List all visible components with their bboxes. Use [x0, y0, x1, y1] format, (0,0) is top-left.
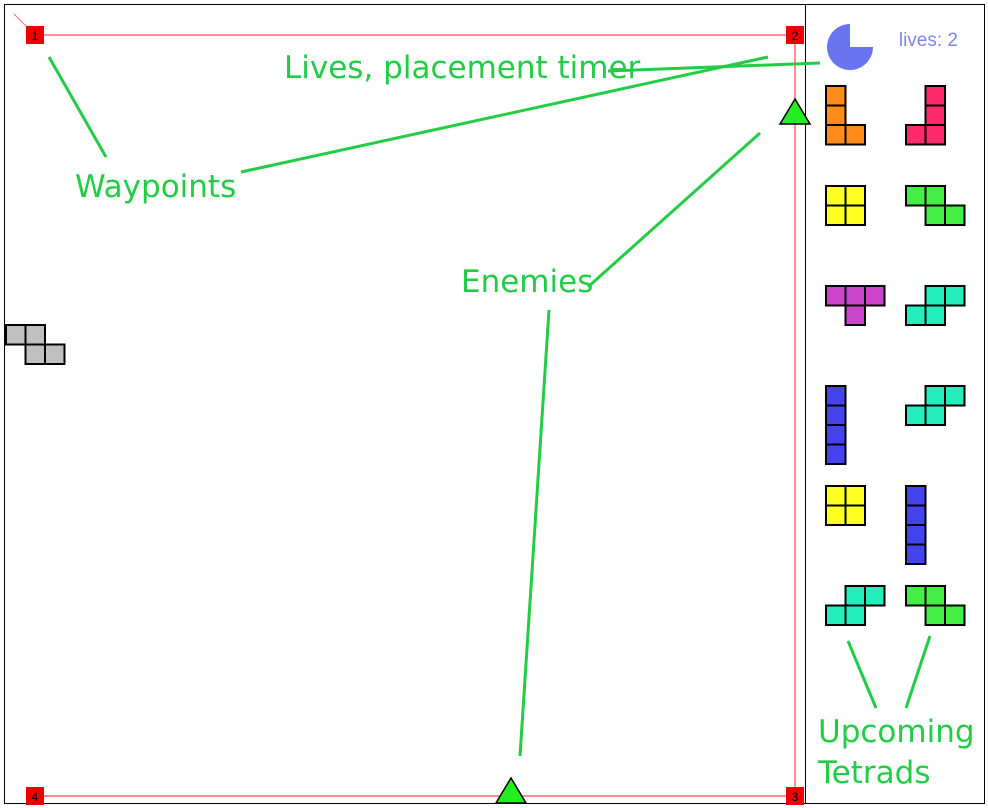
enemy-triangle-icon — [494, 776, 528, 804]
tetrad-cell — [924, 104, 946, 126]
tetrad-cell — [944, 285, 966, 307]
tetrad-cell — [905, 404, 927, 426]
tetrad-cell — [924, 385, 946, 407]
tetrad-cell — [864, 585, 886, 607]
annotation-line — [904, 635, 932, 709]
tetrad-piece — [825, 585, 886, 626]
tetrad-piece — [905, 385, 966, 426]
enemies-annotation: Enemies — [461, 264, 593, 300]
tetrad-cell — [905, 124, 927, 146]
tetrad-cell — [905, 543, 927, 565]
tetrad-cell — [924, 85, 946, 107]
tetrads-annotation: Tetrads — [817, 755, 930, 791]
tetrad-cell — [924, 285, 946, 307]
tetrad-cell — [944, 204, 966, 226]
tetrad-piece — [825, 485, 866, 526]
tetrad-cell — [844, 485, 866, 507]
annotation-line — [240, 55, 769, 174]
tetrad-cell — [844, 304, 866, 326]
waypoint-label: 2 — [792, 29, 799, 43]
lives-counter: lives: 2 — [899, 30, 958, 51]
upcoming-tetrads — [825, 85, 966, 626]
tetrad-cell — [905, 524, 927, 546]
tetrad-piece — [905, 585, 966, 626]
tetrad-cell — [825, 104, 847, 126]
waypoint-label: 3 — [792, 790, 799, 804]
annotation-line — [586, 131, 762, 289]
path-line — [35, 34, 796, 797]
tetrad-cell — [905, 485, 927, 507]
waypoint-1: 1 — [26, 26, 44, 44]
tetrad-cell — [825, 404, 847, 426]
tetrad-piece — [905, 285, 966, 326]
tetrad-cell — [905, 304, 927, 326]
tetrad-cell — [844, 124, 866, 146]
annotation-line — [607, 61, 821, 73]
tetrad-cell — [905, 185, 927, 207]
tetrad-cell — [924, 404, 946, 426]
tetrad-cell — [924, 185, 946, 207]
placement-timer-icon — [827, 24, 873, 70]
lives-timer-annotation: Lives, placement timer — [284, 50, 641, 86]
tetrad-cell — [844, 604, 866, 626]
tetrad-cell — [825, 124, 847, 146]
tetrad-cell — [5, 324, 27, 346]
tetrad-cell — [924, 585, 946, 607]
tetrad-cell — [905, 585, 927, 607]
tetrad-cell — [24, 343, 46, 365]
tetrad-cell — [905, 504, 927, 526]
annotation-line — [846, 640, 878, 709]
waypoint-label: 4 — [32, 790, 39, 804]
tetrad-cell — [844, 504, 866, 526]
tetrad-piece — [5, 324, 66, 365]
waypoint-2: 2 — [786, 26, 804, 44]
waypoint-3: 3 — [786, 787, 804, 805]
held-tetrad[interactable] — [5, 324, 66, 365]
waypoints-annotation: Waypoints — [75, 169, 236, 205]
tetrad-cell — [944, 604, 966, 626]
tetrad-piece — [905, 185, 966, 226]
tetrad-cell — [44, 343, 66, 365]
tetrad-cell — [844, 185, 866, 207]
enemy-triangle-icon — [778, 97, 812, 125]
tetrad-cell — [864, 285, 886, 307]
tetrad-cell — [825, 604, 847, 626]
tetrad-piece — [905, 485, 927, 565]
upcoming-annotation: Upcoming — [818, 714, 975, 750]
tetrad-piece — [825, 385, 847, 465]
tetrad-cell — [825, 504, 847, 526]
tetrad-cell — [825, 85, 847, 107]
tetrad-cell — [844, 585, 866, 607]
tetrad-cell — [844, 285, 866, 307]
annotation-line — [518, 309, 551, 757]
tetrad-piece — [825, 285, 886, 326]
tetrad-cell — [825, 285, 847, 307]
tetrad-cell — [825, 424, 847, 446]
tetrad-piece — [825, 185, 866, 226]
tetrad-cell — [924, 604, 946, 626]
tetrad-cell — [944, 385, 966, 407]
tetrad-cell — [825, 443, 847, 465]
annotation-line — [47, 56, 108, 158]
tetrad-cell — [825, 185, 847, 207]
tetrad-cell — [825, 204, 847, 226]
tetrad-cell — [825, 485, 847, 507]
tetrad-piece — [825, 85, 866, 146]
waypoint-label: 1 — [32, 29, 39, 43]
waypoint-4: 4 — [26, 787, 44, 805]
tetrad-piece — [905, 85, 946, 146]
tetrad-cell — [844, 204, 866, 226]
tetrad-cell — [924, 304, 946, 326]
game-board[interactable] — [4, 4, 806, 804]
tetrad-cell — [24, 324, 46, 346]
tetrad-cell — [825, 385, 847, 407]
tetrad-cell — [924, 204, 946, 226]
tetrad-cell — [924, 124, 946, 146]
annotation-lines — [47, 55, 932, 757]
